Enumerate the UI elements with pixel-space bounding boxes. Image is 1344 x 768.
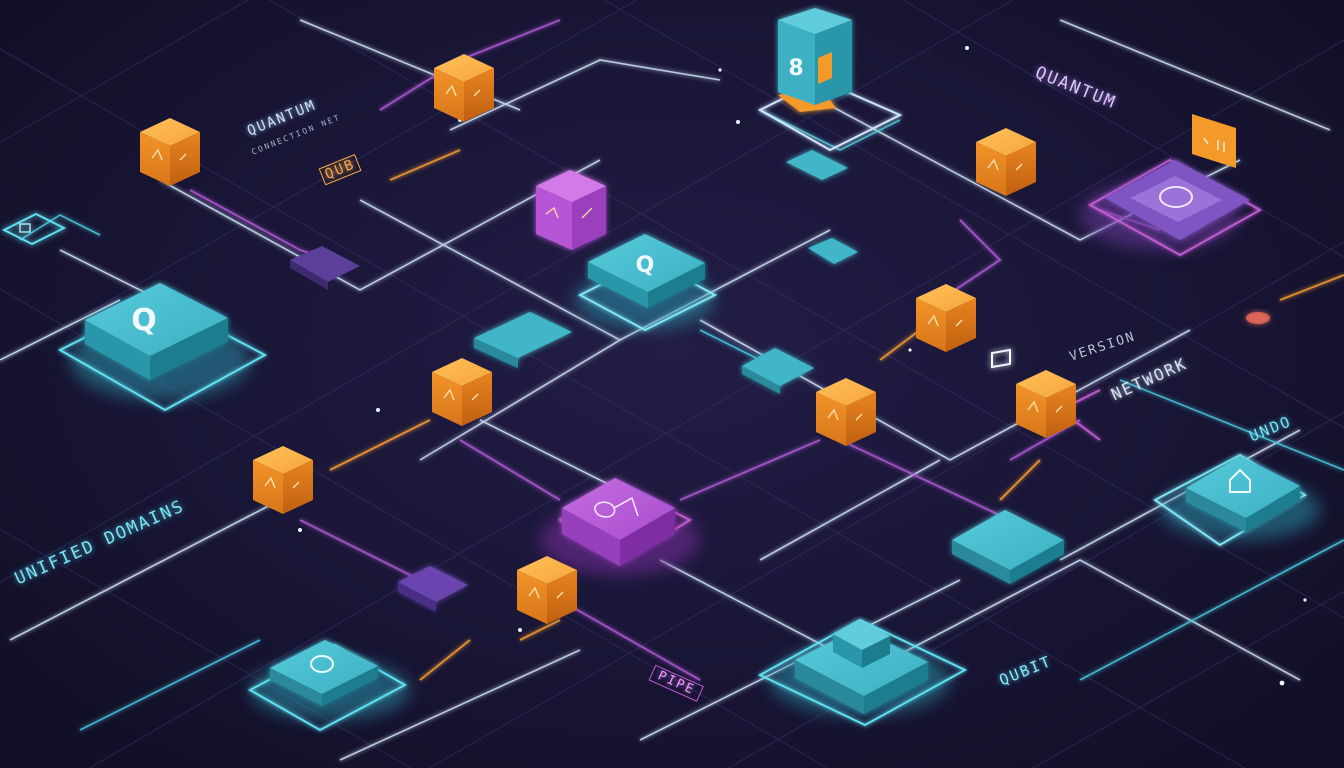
orange-cube-3 [975,127,1037,197]
teal-platform-q-left [85,283,228,380]
orange-cube-9 [516,555,578,625]
orange-cube-4 [915,283,977,353]
teal-platform-q-center [588,234,705,308]
q-glyph-icon-center: Q [636,253,655,278]
teal-platform-bottom-right [795,620,928,714]
orange-cube-6 [815,377,877,447]
orange-probe-right [1246,312,1270,324]
teal-tile-mid [742,348,814,394]
orange-cube-8 [252,445,314,515]
purple-cube-top [536,170,606,250]
purple-hub-center [562,478,675,566]
orange-cube-2 [433,53,495,123]
orange-flag-tile [1192,114,1236,168]
teal-platform-bottom-left [270,640,378,706]
orange-cube-7 [1015,369,1077,439]
eight-glyph-icon: 8 [788,56,803,81]
orange-cube-5 [431,357,493,427]
teal-tile-top-mid [786,150,858,264]
teal-tower-top [778,8,852,112]
teal-tile-mid-right [952,348,1064,584]
purple-chip-left [290,246,360,290]
purple-chip-bottom [398,566,468,612]
purple-platform-right [1105,160,1250,240]
orange-cube-1 [139,117,201,187]
q-glyph-icon: Q [131,303,157,338]
teal-platform-right [1186,456,1300,532]
teal-chip-left-edge [1,212,67,246]
teal-tile-mid-left [474,312,572,368]
